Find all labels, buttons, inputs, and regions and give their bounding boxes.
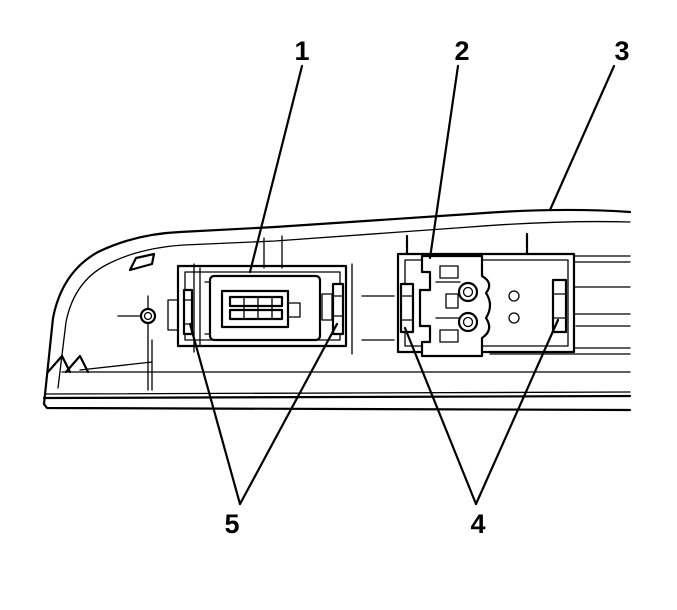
leader-3 <box>548 64 616 212</box>
left-connector-bracket <box>167 263 353 355</box>
leader-5a <box>188 322 242 506</box>
trim-panel <box>42 208 632 412</box>
leader-4b <box>474 318 560 506</box>
leader-4a <box>403 326 478 506</box>
panel-posts <box>263 232 529 341</box>
leader-2 <box>428 64 460 260</box>
callout-4: 4 <box>470 509 485 539</box>
leader-lines <box>188 64 616 506</box>
right-connector-bracket <box>396 252 576 358</box>
harness-connector-2 <box>418 254 492 358</box>
leader-5b <box>238 322 339 506</box>
callout-2: 2 <box>454 36 469 66</box>
callout-5: 5 <box>224 509 239 539</box>
leader-1 <box>248 64 304 274</box>
harness-connector-1 <box>204 274 333 342</box>
callout-1: 1 <box>294 36 309 66</box>
callout-3: 3 <box>614 36 629 66</box>
